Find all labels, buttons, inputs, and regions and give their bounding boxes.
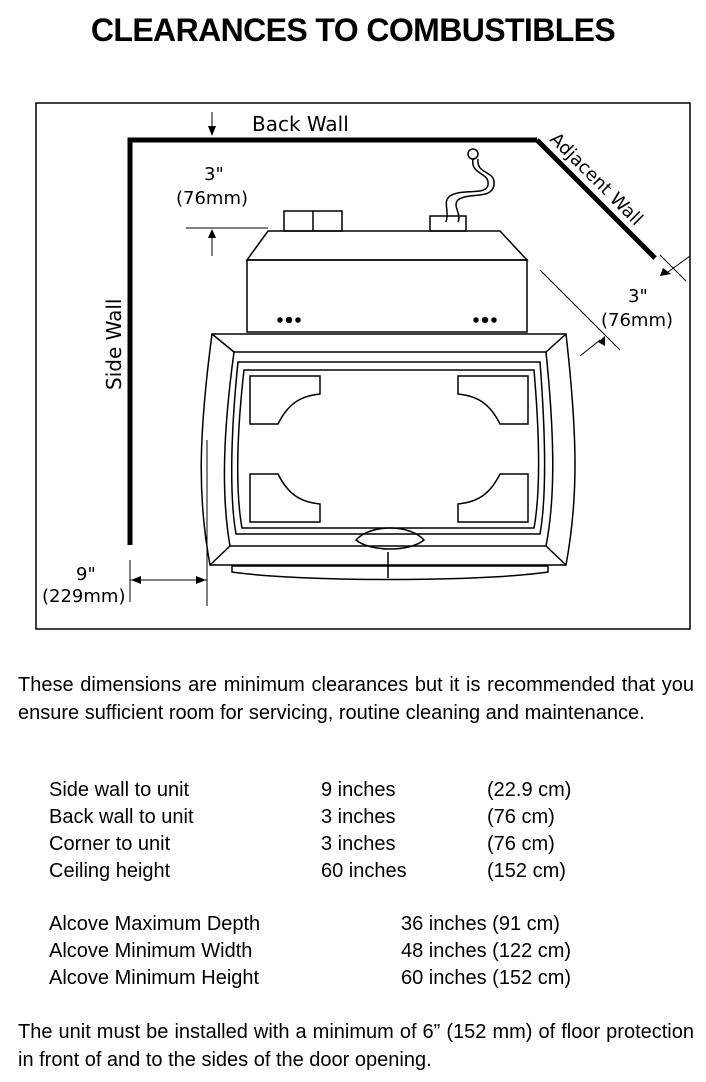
clearance-row: Side wall to unit 9 inches (22.9 cm): [49, 777, 689, 804]
stove-drawing: [200, 148, 576, 581]
corner-clearance-inches: 3": [628, 286, 648, 307]
alcove-label: Alcove Maximum Depth: [49, 913, 261, 935]
clearance-diagram: Back Wall Side Wall Adjacent Wall 3" (76…: [35, 102, 691, 630]
clearance-metric: (22.9 cm): [487, 779, 572, 801]
adjacent-wall-label: Adjacent Wall: [545, 129, 646, 230]
alcove-row: Alcove Minimum Width 48 inches (122 cm): [49, 938, 689, 965]
clearance-metric: (76 cm): [487, 833, 555, 855]
alcove-value: 60 inches (152 cm): [401, 967, 572, 989]
clearance-metric: (76 cm): [487, 806, 555, 828]
clearance-label: Corner to unit: [49, 833, 171, 855]
corner-clearance-mm: (76mm): [601, 310, 673, 331]
side-back-wall: [127, 137, 537, 545]
clearance-label: Back wall to unit: [49, 806, 194, 828]
back-clearance-mm: (76mm): [176, 188, 248, 209]
side-clearance-inches: 9": [76, 564, 96, 585]
clearance-inches: 9 inches: [321, 779, 396, 801]
footer-note: The unit must be installed with a minimu…: [18, 1021, 694, 1071]
back-wall-label: Back Wall: [252, 112, 349, 136]
clearance-row: Corner to unit 3 inches (76 cm): [49, 831, 689, 858]
clearance-row: Ceiling height 60 inches (152 cm): [49, 858, 689, 885]
clearance-inches: 3 inches: [321, 806, 396, 828]
alcove-row: Alcove Minimum Height 60 inches (152 cm): [49, 965, 689, 992]
diagram-frame: [35, 102, 691, 630]
clearance-metric: (152 cm): [487, 860, 566, 882]
clearance-row: Back wall to unit 3 inches (76 cm): [49, 804, 689, 831]
clearance-inches: 60 inches: [321, 860, 407, 882]
clearance-label: Ceiling height: [49, 860, 171, 882]
alcove-value: 36 inches (91 cm): [401, 913, 560, 935]
clearance-label: Side wall to unit: [49, 779, 190, 801]
page-title: CLEARANCES TO COMBUSTIBLES: [90, 12, 616, 48]
alcove-row: Alcove Maximum Depth 36 inches (91 cm): [49, 911, 689, 938]
adjacent-wall-line: [535, 138, 657, 260]
alcove-label: Alcove Minimum Width: [49, 940, 253, 962]
alcove-value: 48 inches (122 cm): [401, 940, 572, 962]
side-clearance-mm: (229mm): [42, 586, 125, 607]
back-clearance-inches: 3": [204, 164, 224, 185]
alcove-label: Alcove Minimum Height: [49, 967, 260, 989]
intro-paragraph: These dimensions are minimum clearances …: [18, 674, 694, 724]
side-wall-label: Side Wall: [102, 299, 126, 390]
clearance-inches: 3 inches: [321, 833, 396, 855]
